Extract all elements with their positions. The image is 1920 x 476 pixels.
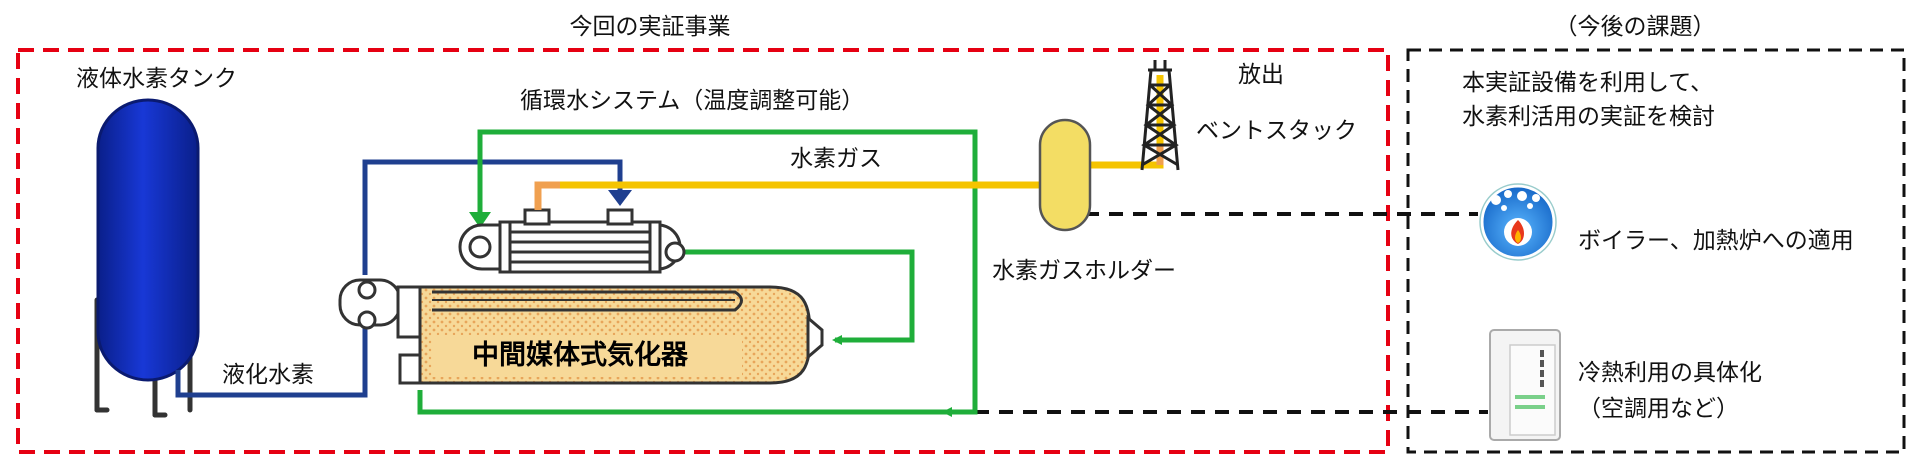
green-arrow-down <box>469 212 491 228</box>
vaporizer-label: 中間媒体式気化器 <box>472 340 688 371</box>
air-conditioner-icon <box>1489 329 1561 441</box>
heat-exchanger <box>458 208 686 274</box>
vaporizer <box>338 278 824 385</box>
tank-label: 液体水素タンク <box>76 66 237 92</box>
future-note-line1: 本実証設備を利用して、 <box>1462 70 1714 96</box>
liquid-hydrogen-pipe <box>175 325 368 398</box>
circulation-loop <box>477 129 978 417</box>
future-title: （今後の課題） <box>1554 14 1716 40</box>
flame-icon <box>1479 183 1557 261</box>
future-box <box>1406 48 1906 454</box>
hydrogen-gas-label: 水素ガス <box>790 146 882 172</box>
liquid-hydrogen-label: 液化水素 <box>222 362 314 388</box>
liquid-hydrogen-pipe-upper <box>362 159 623 275</box>
boiler-use-label: ボイラー、加熱炉への適用 <box>1578 228 1854 254</box>
circulation-return-bottom <box>417 390 950 415</box>
liquid-hydrogen-tank <box>94 98 200 418</box>
circulation-return-top <box>680 249 915 345</box>
circulation-label: 循環水システム（温度調整可能） <box>520 88 865 114</box>
release-label: 放出 <box>1238 62 1284 88</box>
vent-stack <box>1140 60 1180 171</box>
future-note-line2: 水素利活用の実証を検討 <box>1462 104 1715 130</box>
hydrogen-gas-pipe-orange <box>534 181 565 210</box>
vent-stack-label: ベントスタック <box>1196 118 1357 144</box>
project-box <box>16 48 1390 454</box>
blue-arrow <box>608 190 632 206</box>
cold-use-line1: 冷熱利用の具体化 <box>1578 360 1762 386</box>
project-title: 今回の実証事業 <box>569 14 731 40</box>
gas-holder-label: 水素ガスホルダー <box>992 258 1176 284</box>
hydrogen-gas-holder <box>1038 118 1092 232</box>
cold-use-line2: （空調用など） <box>1578 396 1739 422</box>
